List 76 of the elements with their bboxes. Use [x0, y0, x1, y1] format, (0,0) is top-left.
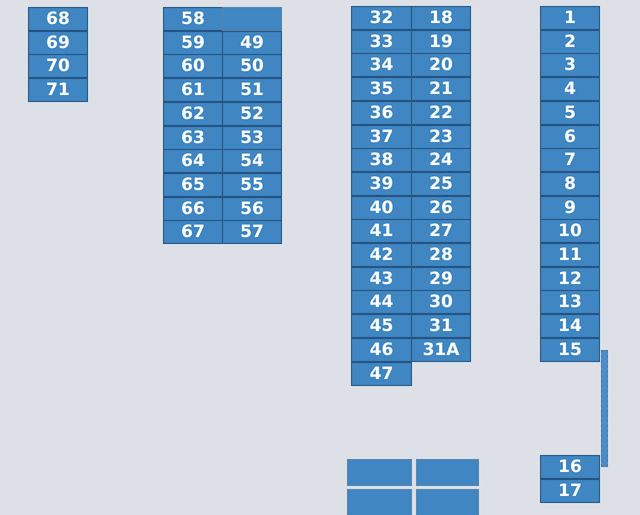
numbered-slot: 59 [163, 30, 223, 55]
vertical-bar [601, 350, 608, 467]
numbered-slot: 33 [351, 30, 412, 54]
numbered-slot: 6 [540, 124, 600, 148]
numbered-slot: 32 [351, 6, 412, 30]
numbered-slot: 58 [163, 7, 223, 31]
numbered-slot: 31A [411, 338, 471, 362]
numbered-slot: 12 [540, 266, 600, 291]
numbered-slot: 30 [411, 290, 471, 314]
empty-slot [347, 489, 412, 515]
numbered-slot: 39 [351, 172, 412, 196]
numbered-slot: 60 [163, 54, 223, 78]
numbered-slot: 67 [163, 220, 223, 244]
numbered-slot: 4 [540, 77, 600, 102]
numbered-slot: 70 [28, 54, 88, 78]
numbered-slot: 11 [540, 243, 600, 267]
numbered-slot: 55 [222, 172, 282, 197]
numbered-slot: 54 [222, 149, 282, 174]
empty-slot [416, 459, 479, 486]
empty-slot [347, 459, 412, 486]
numbered-slot: 49 [222, 30, 282, 55]
numbered-slot: 61 [163, 78, 223, 102]
numbered-slot: 66 [163, 196, 223, 221]
numbered-slot: 65 [163, 172, 223, 197]
numbered-slot: 63 [163, 126, 223, 150]
numbered-slot: 8 [540, 172, 600, 196]
numbered-slot: 44 [351, 290, 412, 314]
numbered-slot: 47 [351, 362, 412, 386]
numbered-slot: 22 [411, 100, 471, 125]
numbered-slot: 37 [351, 124, 412, 148]
numbered-slot: 9 [540, 196, 600, 220]
numbered-slot: 26 [411, 196, 471, 220]
numbered-slot: 45 [351, 314, 412, 338]
numbered-slot: 51 [222, 78, 282, 102]
numbered-slot: 57 [222, 220, 282, 244]
numbered-slot: 21 [411, 77, 471, 102]
numbered-slot: 34 [351, 53, 412, 78]
numbered-slot: 16 [540, 455, 600, 479]
numbered-slot: 29 [411, 266, 471, 291]
numbered-slot: 62 [163, 102, 223, 126]
numbered-slot: 46 [351, 338, 412, 362]
numbered-slot: 42 [351, 243, 412, 267]
numbered-slot: 25 [411, 172, 471, 196]
numbered-slot: 50 [222, 54, 282, 78]
numbered-slot: 71 [28, 78, 88, 102]
numbered-slot: 7 [540, 148, 600, 172]
numbered-slot: 23 [411, 124, 471, 148]
numbered-slot: 10 [540, 219, 600, 244]
numbered-slot: 38 [351, 148, 412, 172]
numbered-slot: 27 [411, 219, 471, 244]
numbered-slot: 68 [28, 7, 88, 31]
numbered-slot: 69 [28, 30, 88, 55]
numbered-slot: 5 [540, 100, 600, 125]
numbered-slot: 43 [351, 266, 412, 291]
numbered-slot: 64 [163, 149, 223, 174]
numbered-slot: 41 [351, 219, 412, 244]
numbered-slot: 35 [351, 77, 412, 102]
numbered-slot: 56 [222, 196, 282, 221]
numbered-slot: 28 [411, 243, 471, 267]
numbered-slot: 52 [222, 102, 282, 126]
numbered-slot: 14 [540, 314, 600, 338]
numbered-slot: 24 [411, 148, 471, 172]
numbered-slot: 13 [540, 290, 600, 314]
numbered-slot: 1 [540, 6, 600, 30]
numbered-slot: 17 [540, 478, 600, 503]
numbered-slot: 2 [540, 30, 600, 54]
numbered-slot: 19 [411, 30, 471, 54]
numbered-slot: 53 [222, 126, 282, 150]
empty-slot [416, 489, 479, 515]
numbered-slot: 18 [411, 6, 471, 30]
numbered-slot: 3 [540, 53, 600, 78]
numbered-slot: 15 [540, 338, 600, 362]
numbered-slot: 20 [411, 53, 471, 78]
numbered-slot: 40 [351, 196, 412, 220]
numbered-slot: 36 [351, 100, 412, 125]
numbered-slot: 31 [411, 314, 471, 338]
